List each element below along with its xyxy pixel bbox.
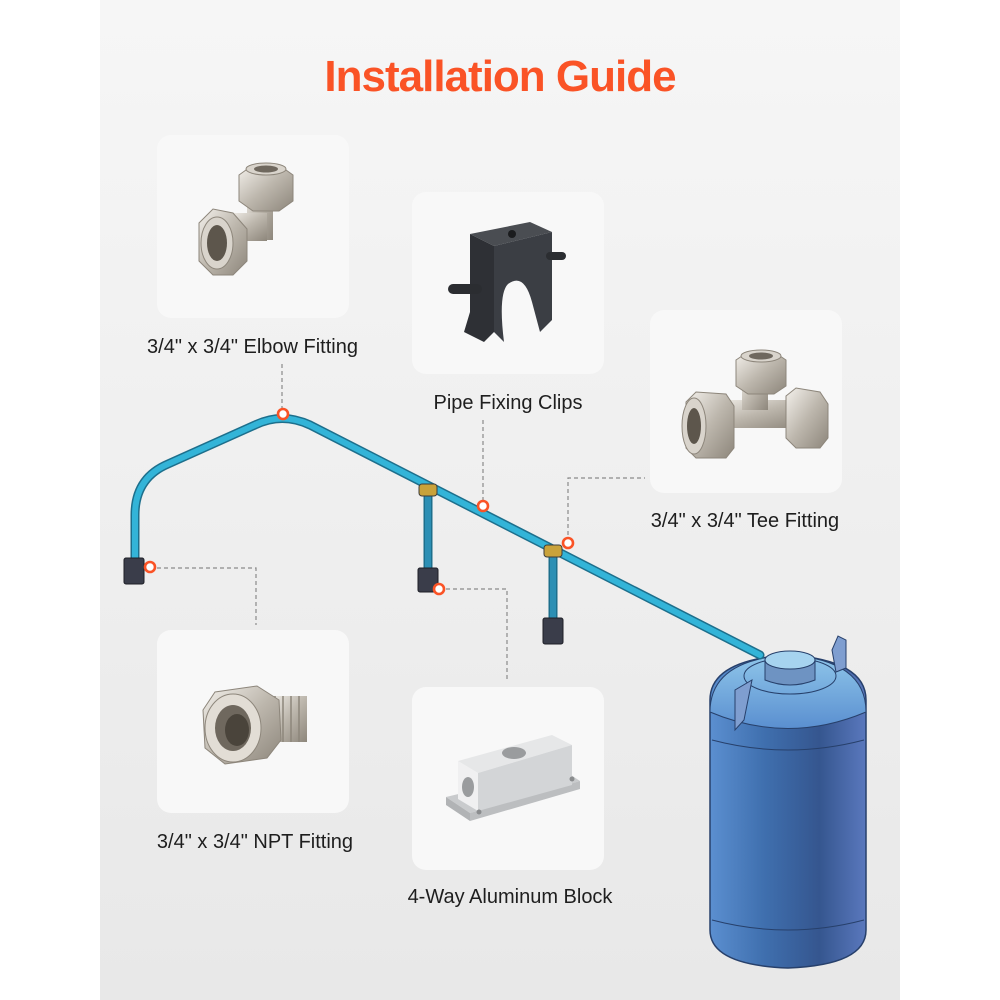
aluminum-block-icon: [446, 735, 580, 821]
callout-npt: [143, 560, 157, 574]
air-tank: [709, 635, 867, 969]
leader-lines: [150, 364, 645, 682]
npt-fitting-icon: [202, 685, 307, 765]
tee-fitting-label: 3/4" x 3/4" Tee Fitting: [650, 510, 840, 532]
tee-fitting-icon: [681, 349, 829, 459]
callout-tee: [561, 536, 575, 550]
air-pipe: [130, 414, 765, 660]
elbow-fitting-label: 3/4" x 3/4" Elbow Fitting: [147, 336, 358, 358]
pipe-clip-icon: [448, 222, 566, 342]
callout-markers: [143, 407, 575, 596]
pipe-clip-label: Pipe Fixing Clips: [433, 392, 583, 414]
aluminum-block-label: 4-Way Aluminum Block: [407, 886, 613, 908]
tee-joints: [418, 483, 563, 558]
callout-clip: [476, 499, 490, 513]
elbow-fitting-icon: [198, 162, 294, 276]
callout-block: [432, 582, 446, 596]
page-title: Installation Guide: [324, 52, 676, 101]
callout-elbow: [276, 407, 290, 421]
npt-fitting-label: 3/4" x 3/4" NPT Fitting: [156, 831, 354, 853]
outlet-blocks: [123, 557, 564, 645]
